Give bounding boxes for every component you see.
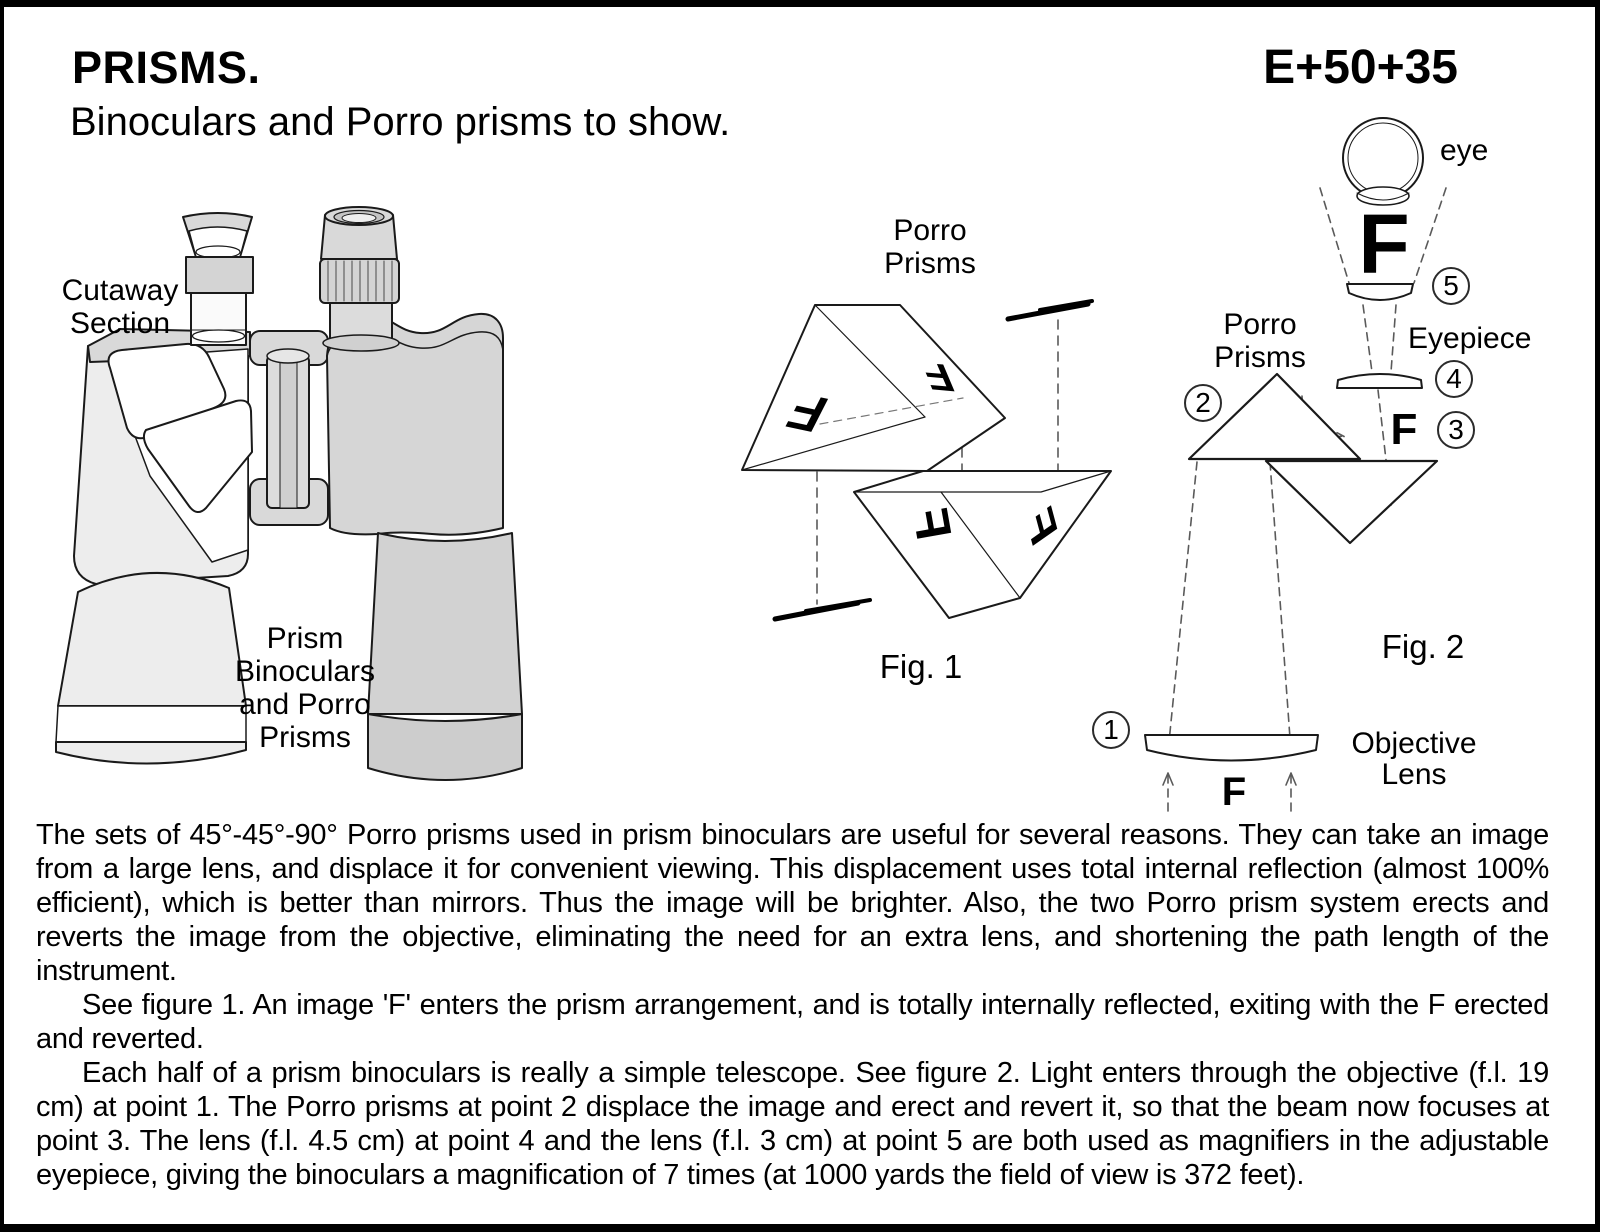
fig1-porro-prisms-label: Porro Prisms [884,214,976,280]
eyepiece-lens5 [1346,283,1414,301]
eye-drawing [1342,117,1424,206]
objective-lens-drawing [1144,734,1319,762]
fig2-letter-f-object: F [1221,770,1247,814]
porro-prism-lower [1264,459,1439,545]
fig2-letter-f-retina: F [1358,197,1410,291]
eyepiece-label: Eyepiece [1408,322,1532,355]
fig1-caption: Fig. 1 [879,648,963,685]
paragraph-overview: The sets of 45°-45°-90° Porro prisms use… [36,819,1549,987]
eyepiece-lens4 [1336,373,1423,389]
fig2-letter-f-focus-point: F [1390,405,1418,454]
porro-prism-upper [1187,372,1362,461]
paragraph-figure1: See figure 1. An image 'F' enters the pr… [36,989,1549,1055]
cutaway-section-label: Cutaway Section [61,274,179,340]
eye-label: eye [1440,134,1489,167]
fig2-optical-path-illustration [1144,117,1447,813]
page-title: PRISMS. [72,42,261,93]
fig2-porro-prisms-label: Porro Prisms [1214,308,1306,374]
point-4-badge: 4 [1435,360,1473,398]
objective-lens-label: Objective Lens [1351,727,1477,791]
point-5-badge: 5 [1432,267,1470,305]
prism-binoculars-label: Prism Binoculars and Porro Prisms [234,622,376,754]
point-3-badge: 3 [1437,411,1475,449]
body-text: The sets of 45°-45°-90° Porro prisms use… [36,818,1549,1192]
paragraph-figure2: Each half of a prism binoculars is reall… [36,1057,1549,1191]
binoculars-illustration [55,206,523,781]
point-1-badge: 1 [1092,711,1130,749]
page-subtitle: Binoculars and Porro prisms to show. [70,100,731,144]
sheet-code: E+50+35 [1263,41,1458,94]
point-2-badge: 2 [1184,384,1222,422]
fig1-prisms-illustration [741,299,1112,622]
fig2-caption: Fig. 2 [1381,628,1465,665]
